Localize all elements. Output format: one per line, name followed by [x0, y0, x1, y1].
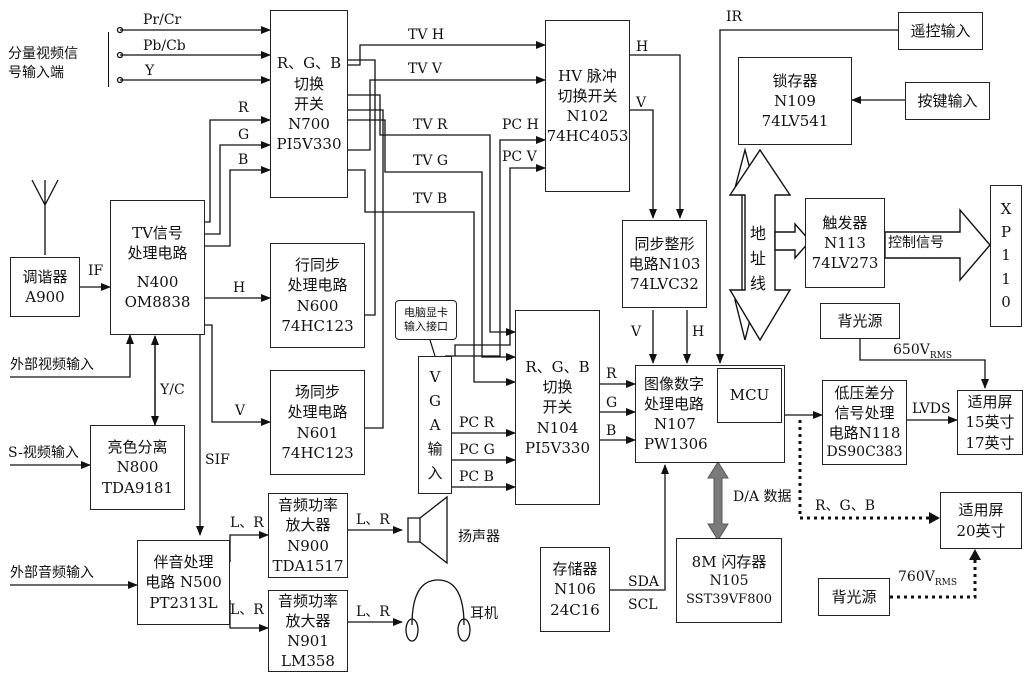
h-label-n400: H: [233, 280, 246, 296]
sif-label: SIF: [205, 452, 230, 468]
s-video-label: S-视频输入: [8, 445, 79, 461]
pc-b-label: PC B: [459, 469, 494, 485]
da-data-label: D/A 数据: [733, 489, 792, 505]
pc-r-label: PC R: [459, 415, 495, 431]
voltage-650-label: 650VRMS: [893, 342, 953, 361]
rgb-dotted-label: R、G、B: [815, 498, 876, 514]
hv-h-label: H: [636, 39, 649, 55]
yc-label: Y/C: [160, 382, 185, 398]
ir-label: IR: [726, 9, 743, 25]
pc-g-label: PC G: [459, 442, 495, 458]
mcu-block: MCU: [717, 368, 782, 423]
voltage-760-label: 760VRMS: [898, 569, 958, 588]
control-signal-label: 控制信号: [888, 235, 944, 251]
backlight-2-block: 背光源: [818, 578, 890, 616]
n104-b-label: B: [606, 423, 617, 439]
n103-v-label: V: [631, 324, 642, 340]
tv-g-label: TV G: [413, 153, 449, 169]
address-line-label: 地址线: [750, 224, 767, 293]
v-label-n400: V: [235, 403, 246, 419]
key-input-block: 按键输入: [905, 82, 990, 120]
hv-v-label: V: [636, 95, 647, 111]
lr-label-3: L、R: [356, 512, 390, 528]
remote-input-block: 遥控输入: [898, 12, 983, 50]
tv-h-label: TV H: [408, 27, 445, 43]
lr-label-1: L、R: [230, 515, 264, 531]
tv-r-label: TV R: [413, 117, 448, 133]
n104-r-label: R: [606, 366, 617, 382]
r-label-n400: R: [238, 100, 249, 116]
tv-b-label: TV B: [413, 191, 448, 207]
lr-label-2: L、R: [230, 602, 264, 618]
ext-video-label: 外部视频输入: [10, 357, 94, 373]
lr-label-4: L、R: [356, 604, 390, 620]
component-brace: [108, 32, 113, 87]
tv-v-label: TV V: [408, 61, 443, 77]
pc-video-card-port-callout: 电脑显卡输入接口: [395, 300, 457, 340]
sda-label: SDA: [628, 574, 659, 590]
pb-label: Pb/Cb: [143, 38, 186, 54]
if-label: IF: [88, 263, 104, 279]
y-label: Y: [145, 63, 155, 79]
scl-label: SCL: [628, 597, 658, 613]
lvds-label: LVDS: [912, 401, 951, 417]
pc-v-label: PC V: [502, 149, 537, 165]
ext-audio-label: 外部音频输入: [10, 565, 94, 581]
pc-h-label: PC H: [502, 117, 539, 133]
component-input-title: 分量视频信 号输入端: [8, 46, 78, 81]
n103-h-label: H: [692, 324, 705, 340]
n104-g-label: G: [606, 395, 618, 411]
speaker-label: 扬声器: [458, 529, 500, 545]
g-label-n400: G: [238, 127, 250, 143]
b-label-n400: B: [238, 152, 249, 168]
pr-label: Pr/Cr: [143, 12, 182, 28]
backlight-1-block: 背光源: [820, 303, 900, 339]
headphone-label: 耳机: [470, 606, 498, 622]
